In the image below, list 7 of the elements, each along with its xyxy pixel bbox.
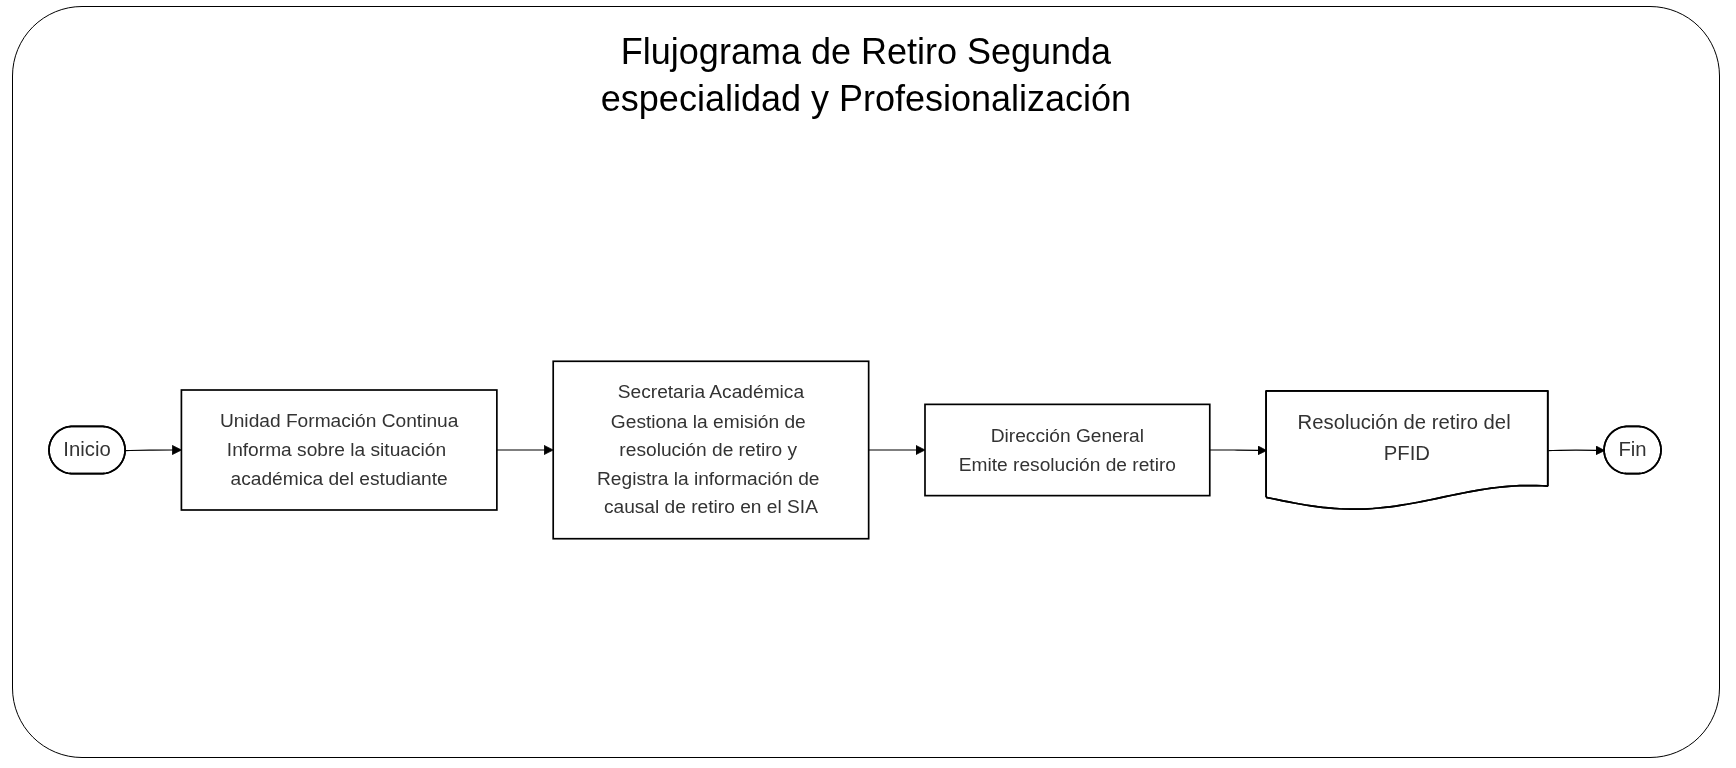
node-box: Dirección General Emite resolución de retiro (924, 403, 1211, 497)
arrow (1209, 445, 1268, 456)
title: Flujograma de Retiro Segunda especialidad y Profesionalización (599, 30, 1133, 121)
arrow (125, 445, 182, 455)
arrow (496, 445, 554, 455)
node-box: Secretaria Académica Gestiona la emisión de resolución de retiro y Registra la información de causal de retiro en el SIA (552, 360, 870, 540)
node-box: Unidad Formación Continua Informa sobre la situación académica del estudiante (180, 389, 498, 511)
